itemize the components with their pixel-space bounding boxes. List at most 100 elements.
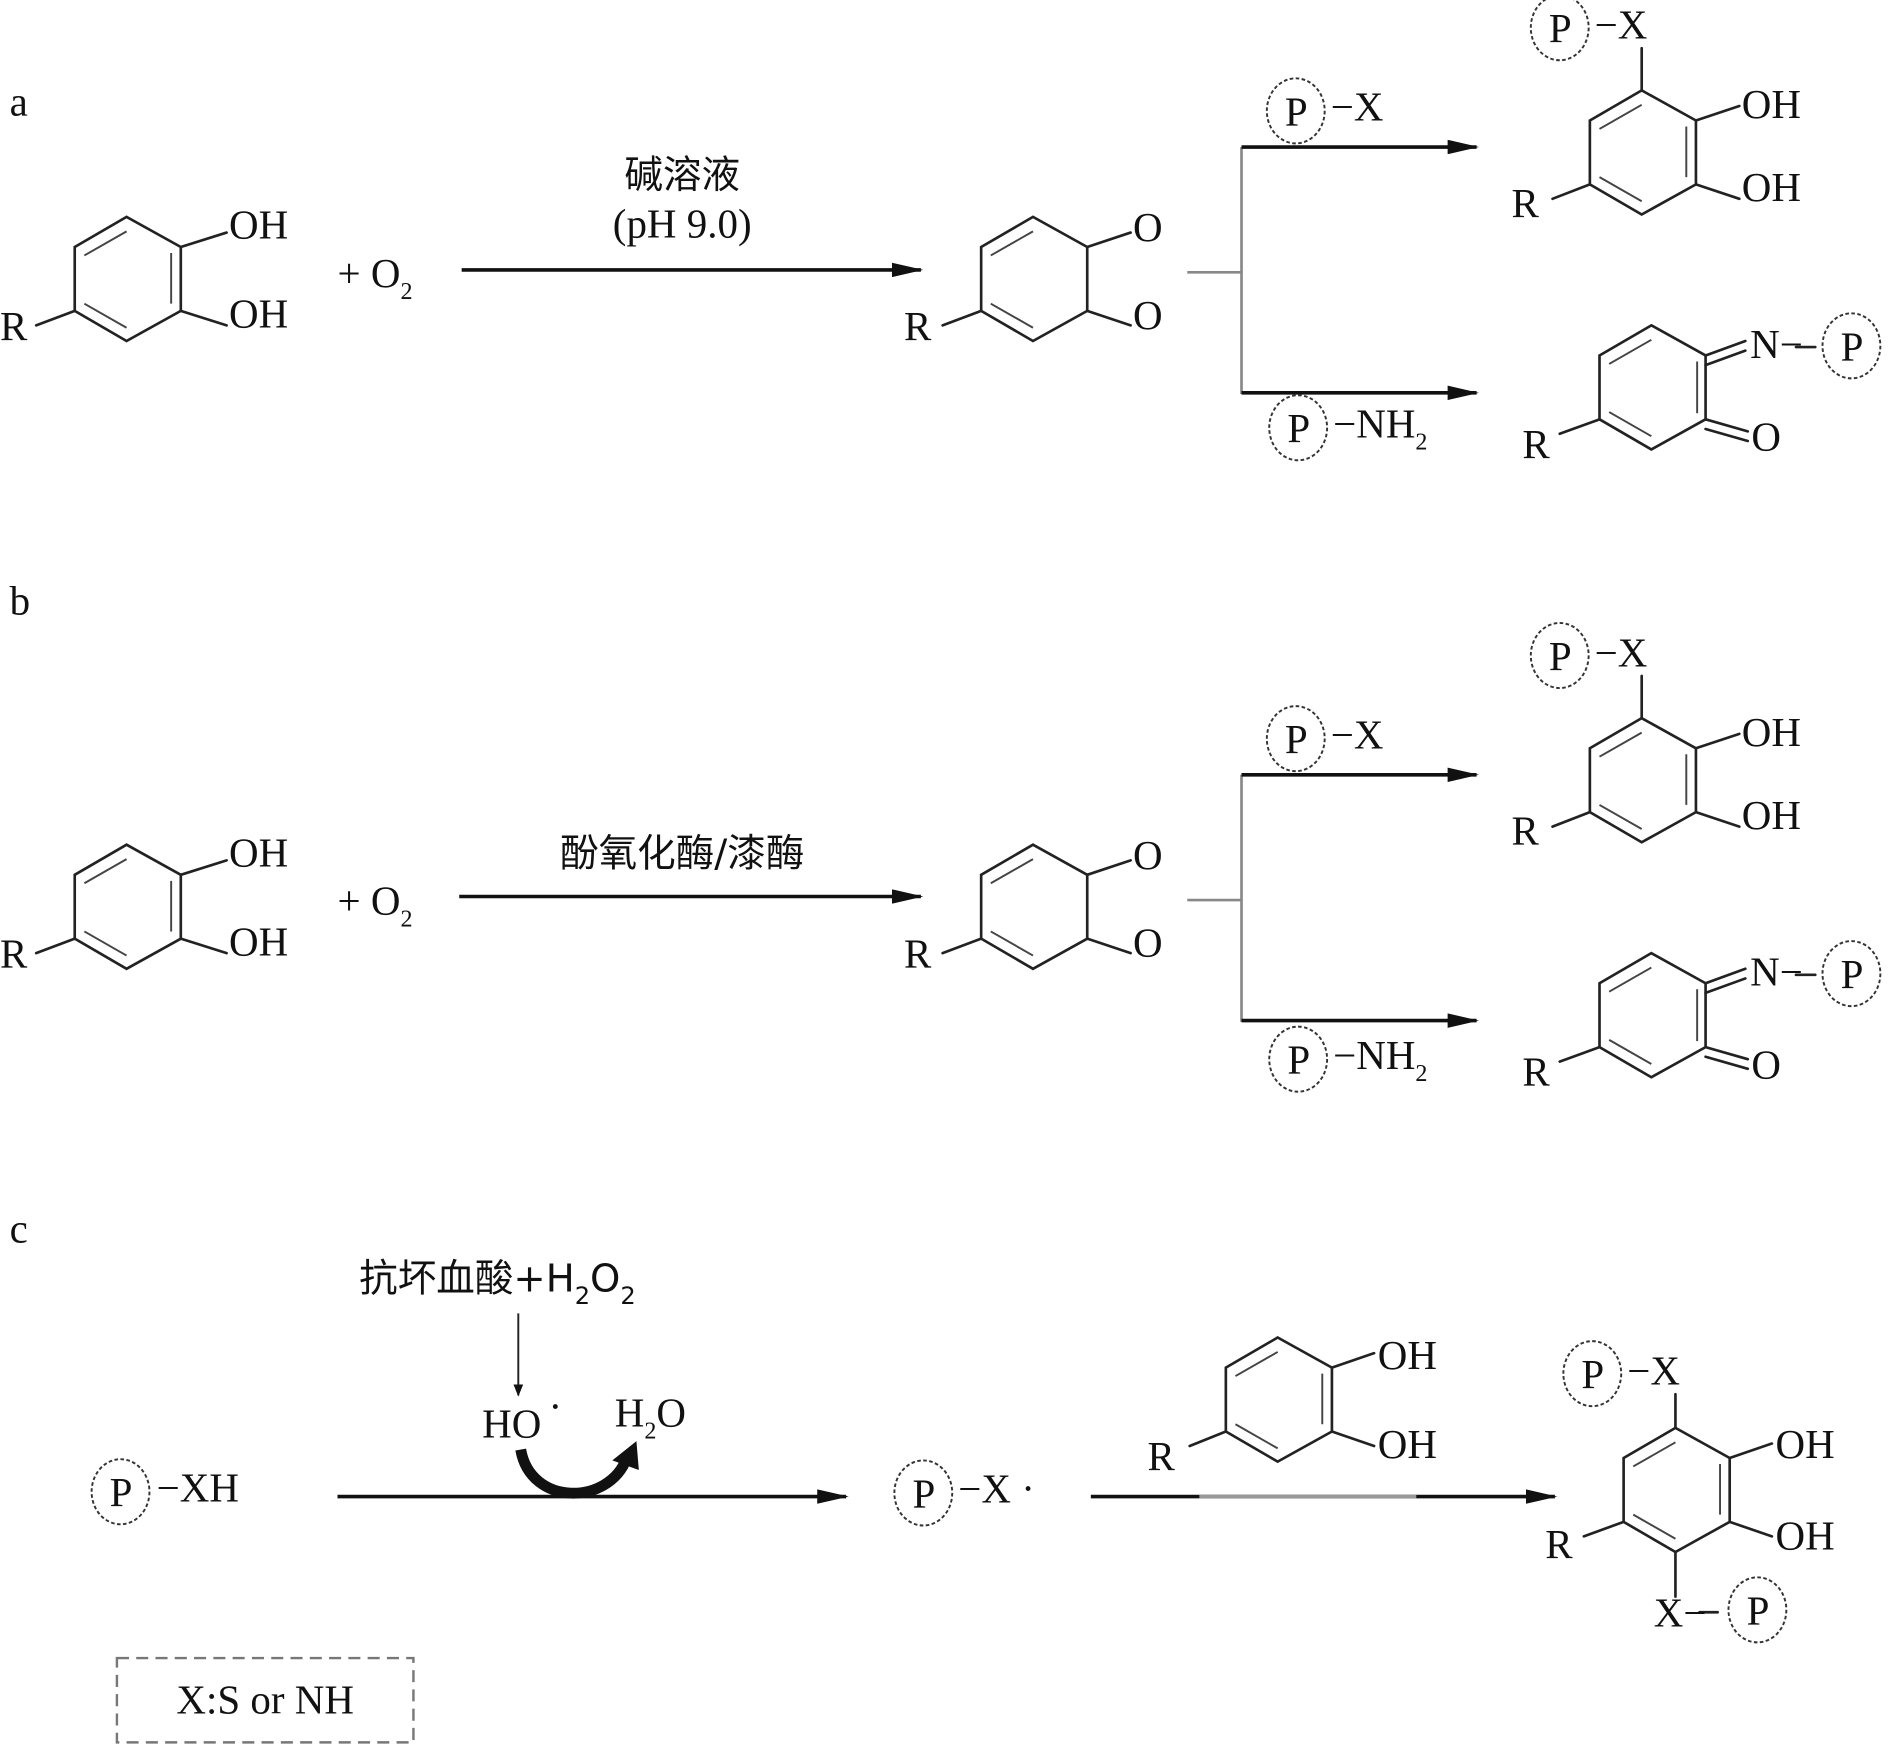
protein-circle xyxy=(1529,622,1590,690)
r-group: R xyxy=(0,303,28,349)
panel-label-c: c xyxy=(10,1205,28,1251)
o-bottom: O xyxy=(1133,292,1163,338)
x-atom-bottom: X− xyxy=(1654,1590,1707,1636)
quinone-intermediate-a: O O R xyxy=(904,204,1163,349)
o-top: O xyxy=(1133,832,1163,878)
double-bonds xyxy=(1632,1441,1722,1540)
protein-circle xyxy=(893,1459,954,1527)
o-atom: O xyxy=(1751,1041,1781,1087)
product-schiff-base-a: N− P O R xyxy=(1522,312,1882,467)
benzene-ring xyxy=(1588,716,1698,844)
oh-top: OH xyxy=(229,202,288,248)
product-schiff-base-b: N− P O R xyxy=(1522,940,1882,1095)
x-atom: −X xyxy=(1595,2,1648,48)
protein-p: P xyxy=(1549,633,1572,679)
oh-bottom: OH xyxy=(1775,1513,1834,1559)
branch-connector-a xyxy=(1187,147,1243,395)
protein-circle xyxy=(1268,394,1329,462)
substituent-bonds xyxy=(1551,674,1741,828)
r-group: R xyxy=(0,931,28,977)
r-group: R xyxy=(1512,808,1540,854)
o-top: O xyxy=(1133,204,1163,250)
substituent-bonds xyxy=(34,231,228,327)
protein-p: P xyxy=(1581,1351,1604,1397)
reactant-catechol-b: OH OH R xyxy=(0,829,288,976)
plus-o2: + O2 xyxy=(338,878,413,933)
oh-bottom: OH xyxy=(1742,792,1801,838)
protein-p: P xyxy=(110,1469,133,1515)
r-group: R xyxy=(904,931,932,977)
oh-top: OH xyxy=(229,829,288,875)
protein-p: P xyxy=(1287,1037,1310,1083)
substituent-bonds xyxy=(941,231,1132,327)
double-bonds xyxy=(1608,338,1699,438)
quinone-ring xyxy=(979,843,1089,971)
product-thiol-adduct-b: P −X OH OH R xyxy=(1512,622,1801,854)
o-bottom: O xyxy=(1133,920,1163,966)
benzene-ring xyxy=(1622,1426,1732,1554)
substituent-bonds xyxy=(1551,46,1741,201)
protein-p: P xyxy=(1285,88,1308,134)
protein-p: P xyxy=(1841,951,1864,997)
product-thiol-adduct-a: P −X OH OH R xyxy=(1512,0,1801,226)
r-group: R xyxy=(1148,1433,1176,1479)
protein-circle xyxy=(1821,312,1882,380)
thiyl-radical: −X · xyxy=(958,1466,1035,1512)
legend-text: X:S or NH xyxy=(176,1676,354,1722)
benzene-ring xyxy=(73,215,183,343)
reagent-xh: −XH xyxy=(157,1464,239,1510)
double-bonds xyxy=(83,858,173,957)
x-atom: −X xyxy=(1595,629,1648,675)
double-bonds xyxy=(1599,103,1688,203)
condition-label-b: 酚氧化酶/漆酶 xyxy=(560,831,804,876)
protein-p: P xyxy=(1287,405,1310,451)
substituent-bonds xyxy=(1582,1392,1774,1614)
benzene-ring xyxy=(1224,1335,1334,1464)
panel-label-b: b xyxy=(10,578,30,624)
r-group: R xyxy=(1522,1049,1550,1095)
substituent-bonds xyxy=(1558,967,1817,1071)
panel-b: b OH OH R + O2 酚氧化酶/漆酶 O O R P −X P −NH2 xyxy=(0,578,1882,1095)
double-bonds xyxy=(1608,966,1699,1065)
quinone-intermediate-b: O O R xyxy=(904,832,1163,977)
reagent-ascorbic-h2o2: 抗坏血酸+H2O2 xyxy=(359,1257,636,1310)
r-group: R xyxy=(1545,1521,1573,1567)
n-atom: N− xyxy=(1750,321,1803,367)
water: H2O xyxy=(615,1390,686,1445)
x-atom: −X xyxy=(1627,1348,1680,1394)
double-bonds xyxy=(1235,1351,1324,1450)
branch-connector-b xyxy=(1187,774,1243,1022)
protein-p: P xyxy=(1841,323,1864,369)
protein-circle xyxy=(1562,1340,1623,1408)
double-bonds xyxy=(990,230,1034,329)
o-atom: O xyxy=(1751,414,1781,460)
double-bonds xyxy=(83,230,173,329)
condition-label-a: 碱溶液 xyxy=(624,153,740,198)
reagent-x: −X xyxy=(1331,84,1384,130)
plus-o2: + O2 xyxy=(338,250,413,305)
oh-bottom: OH xyxy=(1378,1421,1437,1467)
oh-bottom: OH xyxy=(1742,164,1801,210)
oh-top: OH xyxy=(1742,81,1801,127)
protein-circle xyxy=(1265,77,1326,145)
condition-ph: (pH 9.0) xyxy=(613,200,752,246)
coreactant-catechol-c: OH OH R xyxy=(1148,1332,1437,1479)
protein-p: P xyxy=(1747,1587,1770,1633)
oh-bottom: OH xyxy=(229,291,288,337)
panel-label-a: a xyxy=(10,79,28,125)
legend-box xyxy=(115,1656,415,1744)
panel-c: c 抗坏血酸+H2O2 HO· H2O P −XH P −X · OH OH R xyxy=(10,1205,1835,1744)
substituent-bonds xyxy=(1558,339,1817,443)
protein-p: P xyxy=(1285,716,1308,762)
substituent-bonds xyxy=(941,859,1132,955)
reagent-nh2: −NH2 xyxy=(1333,1032,1427,1087)
protein-circle xyxy=(1265,705,1326,773)
reagent-nh2: −NH2 xyxy=(1333,400,1427,455)
quinone-ring xyxy=(1598,323,1707,451)
n-atom: N− xyxy=(1750,949,1803,995)
protein-circle xyxy=(1727,1576,1788,1644)
r-group: R xyxy=(1512,180,1540,226)
oh-bottom: OH xyxy=(229,919,288,965)
protein-circle xyxy=(1268,1025,1329,1093)
